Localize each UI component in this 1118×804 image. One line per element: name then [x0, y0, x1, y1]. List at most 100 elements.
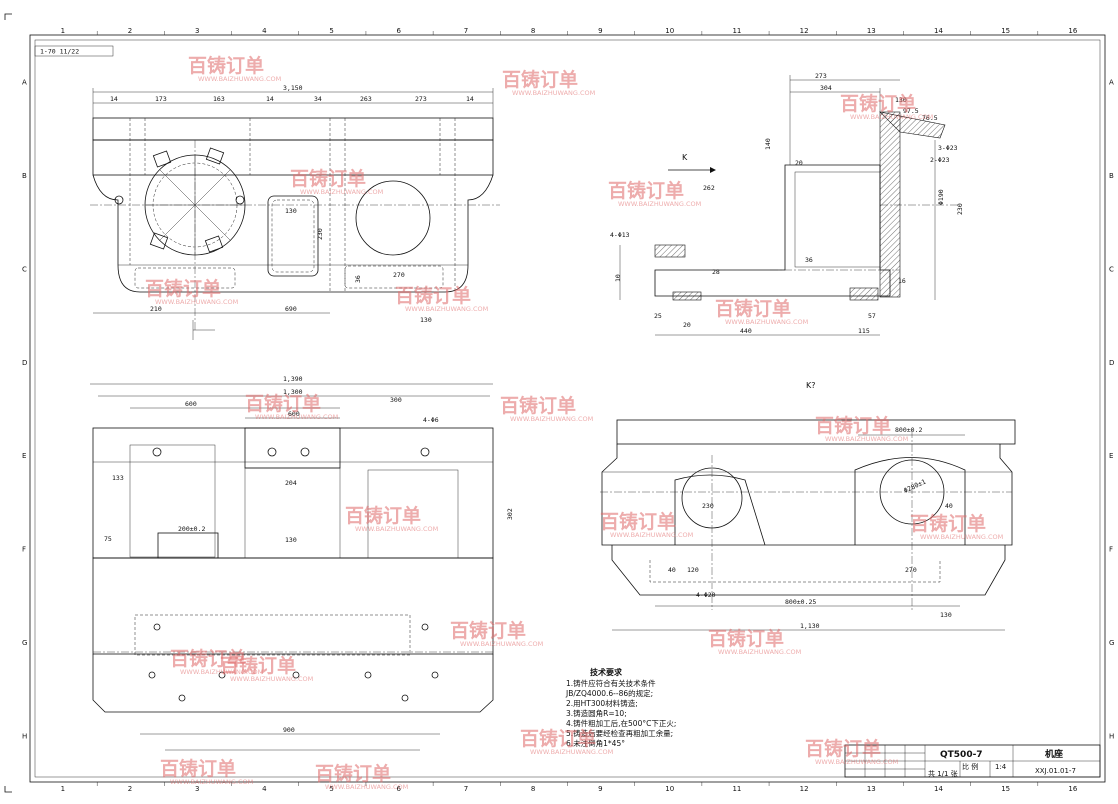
- grid-row-label: G: [22, 639, 27, 647]
- watermark-url: WWW.BAIZHUWANG.COM: [510, 415, 593, 423]
- side-dim-6: 2-Φ23: [930, 156, 950, 164]
- grid-col-label: 15: [1001, 785, 1010, 793]
- grid-col-label: 2: [128, 27, 132, 35]
- watermark-url: WWW.BAIZHUWANG.COM: [198, 75, 281, 83]
- grid-col-label: 10: [665, 785, 674, 793]
- grid-col-label: 6: [397, 27, 402, 35]
- watermark-brand: 百铸订单: [188, 54, 264, 77]
- watermark-url: WWW.BAIZHUWANG.COM: [355, 525, 438, 533]
- grid-col-label: 1: [61, 785, 65, 793]
- front-dim-12: 36: [354, 275, 362, 283]
- corner-mark-bl: [4, 786, 12, 793]
- grid-col-label: 10: [665, 27, 674, 35]
- technical-notes: 技术要求 1.铸件应符合有关技术条件 JB/ZQ4000.6--86的规定; 2…: [565, 667, 676, 748]
- title-block: QT500-7 机座 XXJ.01.01-7 比 例 1:4 共 1/1 张: [844, 744, 1101, 778]
- grid-row-label: H: [22, 732, 27, 740]
- watermark-brand: 百铸订单: [708, 627, 784, 650]
- grid-col-label: 7: [464, 27, 468, 35]
- watermark-url: WWW.BAIZHUWANG.COM: [180, 668, 263, 676]
- top-view: 1,390 1,300 600 300 600 4-Φ6 133 204 200…: [90, 375, 514, 751]
- side-dim-19: 57: [868, 312, 876, 320]
- front-dim-15: 130: [420, 316, 432, 324]
- section-dim-2: 230: [702, 502, 714, 510]
- notes-line-6: 5.铸造后要经检查再粗加工余量;: [566, 728, 673, 738]
- grid-col-label: 12: [800, 785, 809, 793]
- watermark-url: WWW.BAIZHUWANG.COM: [610, 531, 693, 539]
- watermark-brand: 百铸订单: [840, 92, 916, 115]
- corner-tag-box: [34, 45, 114, 57]
- grid-row-label: C: [1109, 265, 1114, 273]
- watermark-brand: 百铸订单: [450, 619, 526, 642]
- side-dim-4: 76.5: [922, 114, 938, 122]
- side-dim-11: 230: [956, 203, 964, 215]
- front-dim-overall: 3,150: [283, 84, 303, 92]
- watermark-url: WWW.BAIZHUWANG.COM: [815, 758, 898, 766]
- watermark-url: WWW.BAIZHUWANG.COM: [230, 675, 313, 683]
- watermark-url: WWW.BAIZHUWANG.COM: [725, 318, 808, 326]
- side-dim-3: 97.5: [903, 107, 919, 115]
- corner-mark: [4, 13, 12, 20]
- grid-col-label: 9: [598, 785, 602, 793]
- front-dim-9: 130: [285, 207, 297, 215]
- watermark-url: WWW.BAIZHUWANG.COM: [920, 533, 1003, 541]
- front-dim-4: 14: [266, 95, 274, 103]
- front-dim-8: 14: [466, 95, 474, 103]
- watermark-url: WWW.BAIZHUWANG.COM: [825, 435, 908, 443]
- sheet-label: 共 1/1 张: [928, 769, 958, 778]
- section-dim-9: 1,130: [800, 622, 820, 630]
- grid-col-label: 4: [262, 27, 267, 35]
- grid-row-label: C: [22, 265, 27, 273]
- grid-row-label: F: [1109, 546, 1113, 554]
- scale-value: 1:4: [995, 763, 1007, 771]
- side-dim-12: 4-Φ13: [610, 231, 630, 239]
- grid-row-label: B: [1109, 172, 1114, 180]
- section-dim-5: 4-Φ20: [696, 591, 716, 599]
- watermark-brand: 百铸订单: [520, 727, 596, 750]
- notes-line-4: 3.铸造圆角R=10;: [566, 708, 627, 718]
- side-dim-10: Φ190: [937, 189, 945, 205]
- watermark-url: WWW.BAIZHUWANG.COM: [155, 298, 238, 306]
- section-dim-7: 40: [668, 566, 676, 574]
- side-dim-0: 273: [815, 72, 827, 80]
- notes-line-3: 2.用HT300材料铸造;: [566, 698, 638, 708]
- grid-col-label: 1: [61, 27, 65, 35]
- grid-col-label: 5: [329, 27, 333, 35]
- watermark-url: WWW.BAIZHUWANG.COM: [460, 640, 543, 648]
- watermark-brand: 百铸订单: [910, 512, 986, 535]
- watermark-url: WWW.BAIZHUWANG.COM: [300, 188, 383, 196]
- front-dim-3: 163: [213, 95, 225, 103]
- front-dim-6: 263: [360, 95, 372, 103]
- watermark-brand: 百铸订单: [145, 277, 221, 300]
- view-label-k: K: [682, 153, 688, 162]
- top-dim-10: 130: [285, 536, 297, 544]
- side-dim-15: 25: [654, 312, 662, 320]
- front-dim-7: 273: [415, 95, 427, 103]
- front-dim-13: 210: [150, 305, 162, 313]
- watermark-url: WWW.BAIZHUWANG.COM: [618, 200, 701, 208]
- grid-row-label: G: [1109, 639, 1114, 647]
- top-dim-2: 600: [185, 400, 197, 408]
- section-dim-6: 120: [687, 566, 699, 574]
- watermark-brand: 百铸订单: [245, 392, 321, 415]
- grid-row-label: B: [22, 172, 27, 180]
- watermark-url: WWW.BAIZHUWANG.COM: [512, 89, 595, 97]
- watermark-brand: 百铸订单: [815, 414, 891, 437]
- notes-title: 技术要求: [590, 667, 623, 677]
- corner-tag: 1-70 11/22: [40, 48, 79, 56]
- top-dim-7: 204: [285, 479, 297, 487]
- grid-col-label: 16: [1068, 785, 1077, 793]
- grid-col-label: 3: [195, 785, 199, 793]
- watermark-brand: 百铸订单: [502, 68, 578, 91]
- watermark-brand: 百铸订单: [395, 284, 471, 307]
- notes-line-7: 6.未注倒角1*45°: [566, 738, 625, 748]
- watermark-brand: 百铸订单: [500, 394, 576, 417]
